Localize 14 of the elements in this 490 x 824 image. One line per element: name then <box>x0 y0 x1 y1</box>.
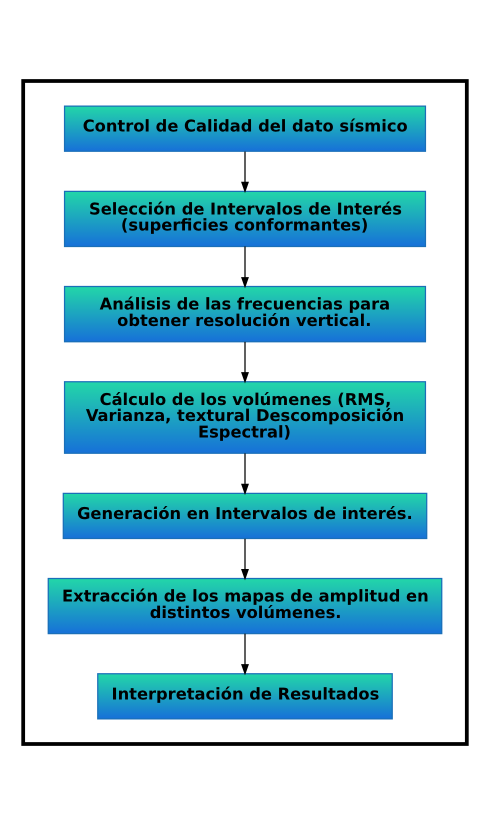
node-box: Análisis de las frecuencias para obtener resolución vertical. <box>64 285 426 342</box>
arrow <box>241 538 249 580</box>
arrow <box>241 151 249 193</box>
node-box: Generación en Intervalos de interés. <box>62 492 428 539</box>
arrow <box>241 633 249 675</box>
node-box: Control de Calidad del dato sísmico <box>64 104 426 152</box>
node-box: Interpretación de Resultados <box>97 672 393 720</box>
node-box: Extracción de los mapas de amplitud en distintos volúmenes. <box>48 577 442 634</box>
arrow <box>241 246 249 288</box>
cluster <box>21 78 469 746</box>
arrow <box>241 452 249 495</box>
arrow <box>241 341 249 383</box>
node-box: Cálculo de los volúmenes (RMS, Varianza, textural Descomposición Espectral) <box>64 380 426 454</box>
node-box: Selección de Intervalos de Interés (superficies conformantes) <box>64 190 426 247</box>
